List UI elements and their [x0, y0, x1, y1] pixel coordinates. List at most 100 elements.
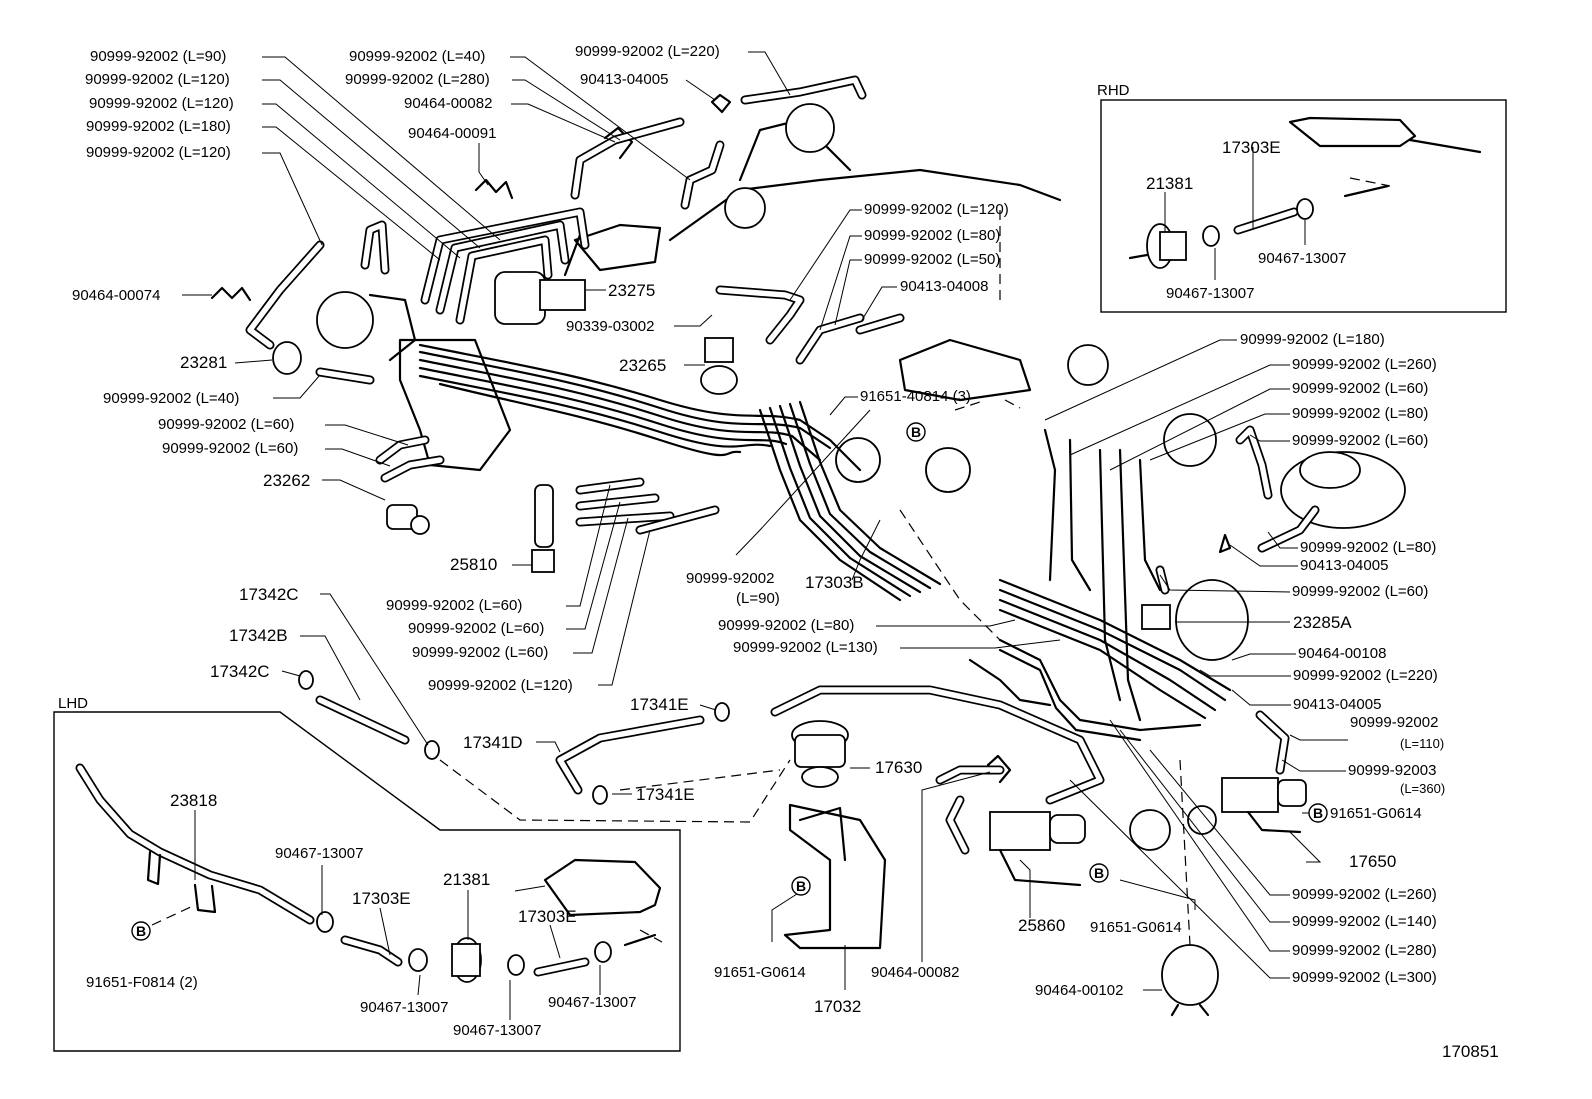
part-label: 90413-04005 [580, 71, 668, 88]
part-label: (L=90) [736, 590, 780, 607]
lhd-clamp-3 [507, 954, 525, 976]
sensor-25810 [534, 484, 554, 548]
part-label: 17341E [636, 785, 695, 804]
part-label: 17032 [814, 997, 861, 1016]
b-callouts: B B B B B [131, 422, 1328, 941]
part-label: 90464-00102 [1035, 982, 1123, 999]
tee-90413-04005-right [1218, 533, 1232, 554]
lhd-clamp-2 [408, 948, 428, 972]
part-label: 17303E [518, 907, 577, 926]
part-label: 17303B [805, 573, 864, 592]
callout-b-letter: B [1313, 805, 1323, 821]
part-label: 90999-92002 (L=260) [1292, 886, 1437, 903]
part-label: 90999-92002 (L=120) [89, 95, 234, 112]
part-label: 17303E [352, 889, 411, 908]
clamp-90464-00091 [474, 178, 514, 200]
part-label: 17342B [229, 626, 288, 645]
diaphragm-center [835, 437, 881, 483]
part-label: 90999-92002 (L=130) [733, 639, 878, 656]
vsv-25860 [989, 811, 1051, 851]
part-label: 17342C [210, 662, 270, 681]
part-label: 90999-92002 (L=60) [412, 644, 548, 661]
callout-b-letter: B [911, 424, 921, 440]
rhd-clamp-2 [1296, 198, 1314, 220]
clamp-17341e-top [714, 702, 730, 722]
clamp-17341e-bottom [592, 785, 608, 805]
part-label: 91651-F0814 (2) [86, 974, 198, 991]
part-label: 90999-92002 (L=60) [158, 416, 294, 433]
part-label: 90467-13007 [1166, 285, 1254, 302]
lhd-bracket-tab-2 [193, 883, 217, 914]
part-label: 90467-13007 [548, 994, 636, 1011]
part-label: 90467-13007 [360, 999, 448, 1016]
part-label: 90999-92002 (L=60) [408, 620, 544, 637]
sensor-23275-body [539, 279, 586, 311]
callout-b-marker [791, 876, 811, 896]
drawing-number: 170851 [1442, 1042, 1499, 1061]
sensor-23275 [494, 271, 546, 325]
rhd-canister-body [1159, 231, 1187, 261]
lhd-inset-frame [53, 711, 681, 1052]
part-label: 90999-92002 (L=60) [1292, 380, 1428, 397]
part-label: 90999-92002 (L=60) [1292, 432, 1428, 449]
air-intake-box [573, 223, 662, 272]
tee-90413-04005-top [710, 93, 732, 114]
inset-title-lhd: LHD [58, 695, 88, 712]
part-label: 90999-92002 (L=220) [575, 43, 720, 60]
inset-title-rhd: RHD [1097, 82, 1130, 99]
part-label: 90999-92002 (L=80) [1300, 539, 1436, 556]
part-label: 91651-G0614 [1090, 919, 1182, 936]
part-label: 90467-13007 [453, 1022, 541, 1039]
part-label: 17341E [630, 695, 689, 714]
part-label: 91651-G0614 [1330, 805, 1422, 822]
clamp-90464-00082-bottom [986, 754, 1012, 784]
clamp-17342c-left [298, 670, 314, 690]
part-label: 17303E [1222, 138, 1281, 157]
engine-assembly [210, 103, 1406, 1017]
part-label: 90999-92002 [686, 570, 774, 587]
lhd-clamp-1 [316, 911, 334, 933]
dashed-relations [439, 210, 1191, 946]
lhd-cover [543, 858, 662, 917]
part-label: 90999-92002 (L=60) [1292, 583, 1428, 600]
filter-23285a [1175, 579, 1249, 661]
rhd-inset-frame [1100, 99, 1507, 313]
callout-b-letter: B [136, 923, 146, 939]
single-hoses [245, 75, 1320, 855]
lhd-bracket-tab [146, 850, 162, 886]
part-label: 90999-92002 (L=120) [428, 677, 573, 694]
part-label: 90999-92002 (L=50) [864, 251, 1000, 268]
part-label: 23275 [608, 281, 655, 300]
part-label: 90413-04005 [1293, 696, 1381, 713]
part-label: 23285A [1293, 613, 1352, 632]
part-label: 90464-00108 [1298, 645, 1386, 662]
part-label: 17630 [875, 758, 922, 777]
part-label: 90464-00082 [404, 95, 492, 112]
part-label: 90999-92002 (L=260) [1292, 356, 1437, 373]
part-label: 17342C [239, 585, 299, 604]
lhd-canister-body [451, 943, 481, 977]
part-label: 90999-92002 (L=80) [718, 617, 854, 634]
part-label: 17341D [463, 733, 523, 752]
part-label: 23262 [263, 471, 310, 490]
part-label: 90413-04005 [1300, 557, 1388, 574]
callout-b-letter: B [796, 878, 806, 894]
vacuum-tank-right [1163, 413, 1217, 467]
part-label: 90999-92002 (L=80) [864, 227, 1000, 244]
rhd-pipe-end [1343, 184, 1390, 198]
bracket-17032 [783, 803, 887, 950]
rhd-clamp-1 [1202, 225, 1220, 247]
part-label: 90999-92002 (L=120) [864, 201, 1009, 218]
part-label: 90999-92002 (L=120) [86, 144, 231, 161]
part-label: 21381 [443, 870, 490, 889]
part-label: 90413-04008 [900, 278, 988, 295]
callout-b-marker [1308, 803, 1328, 823]
part-label: 25810 [450, 555, 497, 574]
part-label: 17650 [1349, 852, 1396, 871]
sensor-23265 [704, 337, 734, 363]
part-label: 90999-92002 (L=90) [90, 48, 226, 65]
part-label: 90999-92002 (L=40) [103, 390, 239, 407]
lhd-inset [53, 711, 681, 1052]
part-label: 90999-92002 (L=40) [349, 48, 485, 65]
